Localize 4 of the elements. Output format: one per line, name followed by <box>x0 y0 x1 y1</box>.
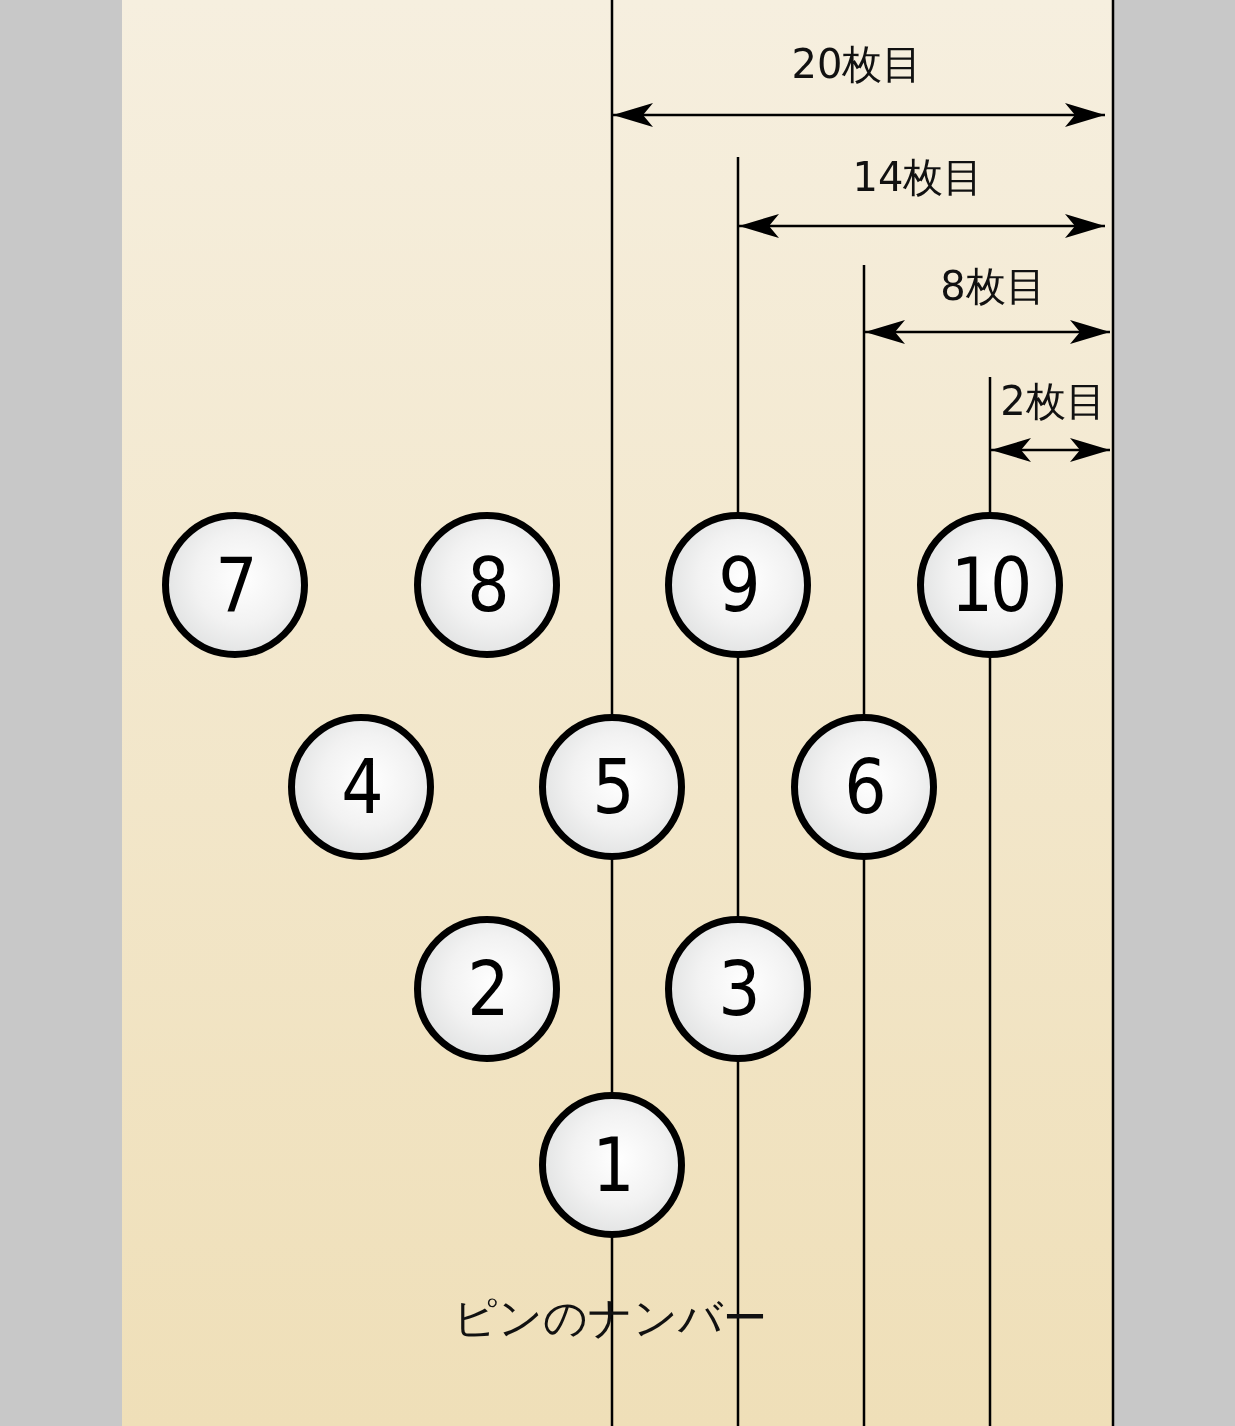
dimension-label: 8枚目 <box>940 262 1046 310</box>
dimension-label: 2枚目 <box>1000 377 1106 425</box>
dimension-label: 14枚目 <box>852 153 984 201</box>
dimension-label: 20枚目 <box>791 40 923 88</box>
